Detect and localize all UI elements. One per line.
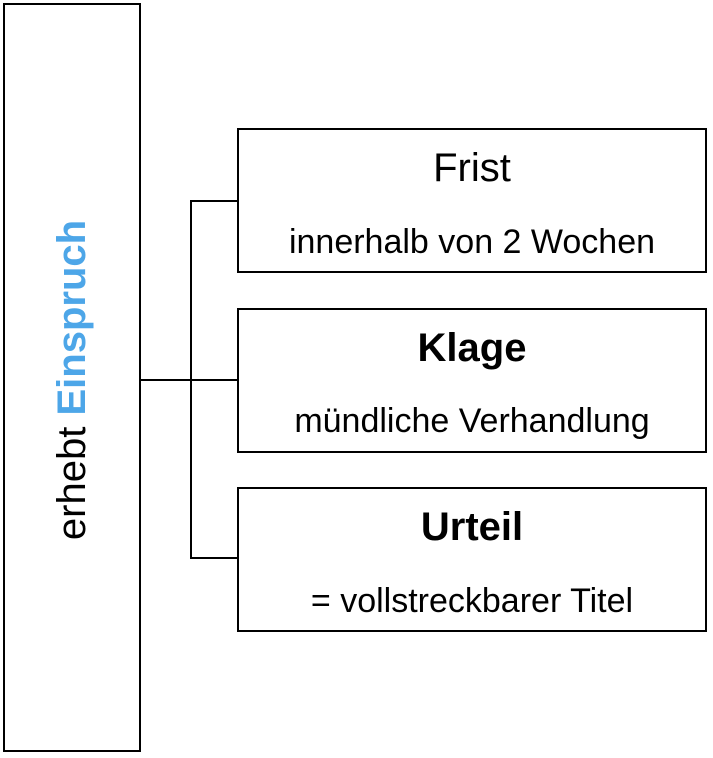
urteil-title: Urteil xyxy=(420,505,524,549)
einspruch-label: erhebt Einspruch xyxy=(50,219,94,541)
klage-title: Klage xyxy=(417,326,527,370)
frist-subtitle: innerhalb von 2 Wochen xyxy=(288,223,656,261)
klage-subtitle: mündliche Verhandlung xyxy=(294,402,650,440)
einspruch-label-highlight: Einspruch xyxy=(50,219,94,416)
connector-vertical-trunk xyxy=(190,200,192,559)
einspruch-label-prefix: erhebt xyxy=(50,415,94,541)
urteil-subtitle: = vollstreckbarer Titel xyxy=(310,582,634,620)
frist-box: Frist innerhalb von 2 Wochen xyxy=(237,128,707,273)
connector-to-urteil xyxy=(190,557,239,559)
einspruch-box xyxy=(3,3,141,752)
urteil-box: Urteil = vollstreckbarer Titel xyxy=(237,487,707,632)
connector-to-frist xyxy=(190,200,239,202)
klage-box: Klage mündliche Verhandlung xyxy=(237,308,707,453)
frist-title: Frist xyxy=(433,146,511,190)
